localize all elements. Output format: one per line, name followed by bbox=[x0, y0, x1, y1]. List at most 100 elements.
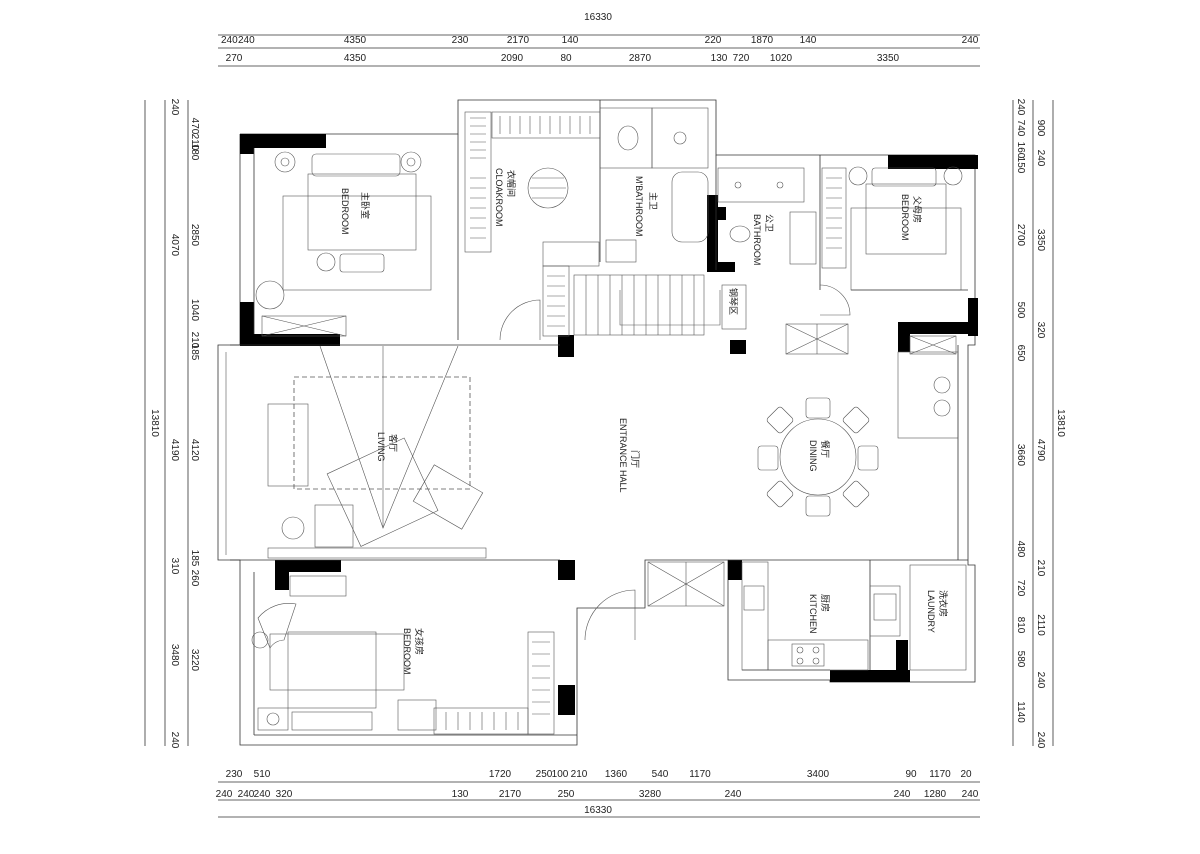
dim-top-row1-2: 4350 bbox=[344, 35, 367, 46]
dim-left-inner-4: 1040 bbox=[189, 299, 200, 322]
dim-right-inner-8: 480 bbox=[1015, 541, 1026, 558]
wall-block bbox=[240, 134, 254, 154]
child-bedroom-label-cn: 女孩房 bbox=[414, 628, 425, 655]
dim-bot-row1-5: 210 bbox=[571, 769, 588, 780]
dim-top-row1-6: 220 bbox=[705, 35, 722, 46]
doors bbox=[499, 284, 851, 641]
dim-bot-row1-10: 90 bbox=[905, 769, 917, 780]
dim-top-row2-0: 270 bbox=[226, 53, 243, 64]
dim-top-total: 16330 bbox=[584, 12, 612, 23]
dim-bot-row2-6: 250 bbox=[558, 789, 575, 800]
dim-right-outer-1: 240 bbox=[1035, 150, 1046, 167]
entrance-label-cn: 门厅 bbox=[630, 450, 641, 468]
dim-left-outer-2: 4190 bbox=[169, 439, 180, 462]
cloakroom: 衣帽间 CLOAKROOM bbox=[464, 111, 601, 337]
living-room: 客厅 LIVING bbox=[267, 345, 487, 559]
dim-right-outer-3: 320 bbox=[1035, 322, 1046, 339]
dim-bot-row1-0: 230 bbox=[226, 769, 243, 780]
dim-right-inner-14: 1140 bbox=[1015, 701, 1026, 723]
dim-bot-row1-1: 510 bbox=[254, 769, 271, 780]
dim-top-row2-7: 1020 bbox=[770, 53, 793, 64]
wall-block bbox=[898, 322, 978, 334]
master-bedroom: 主卧室 BEDROOM bbox=[255, 151, 432, 337]
dim-top-row2-8: 3350 bbox=[877, 53, 900, 64]
left-dimensions: 13810 240 4070 4190 310 3480 240 470 210… bbox=[144, 99, 200, 749]
dim-bot-row2-3: 320 bbox=[276, 789, 293, 800]
dim-bot-row2-8: 240 bbox=[725, 789, 742, 800]
wall-block bbox=[558, 685, 575, 715]
child-bedroom: 女孩房 BEDROOM bbox=[251, 575, 555, 735]
dim-right-inner-2: 160 bbox=[1015, 142, 1026, 159]
dim-bot-row1-11: 1170 bbox=[929, 769, 951, 780]
dining-chairs bbox=[757, 397, 879, 517]
dim-bot-row2-0: 240 bbox=[216, 789, 233, 800]
wall-block bbox=[730, 340, 746, 354]
kitchen-label-en: KITCHEN bbox=[808, 594, 818, 634]
dim-left-outer-1: 4070 bbox=[169, 234, 180, 257]
dim-bot-row1-12: 20 bbox=[960, 769, 972, 780]
dim-right-inner-7: 3660 bbox=[1015, 444, 1026, 467]
dim-top-row1-3: 230 bbox=[452, 35, 469, 46]
elder-bedroom-label-cn: 父母房 bbox=[912, 196, 923, 223]
dim-left-outer-0: 240 bbox=[169, 99, 180, 116]
wall-block bbox=[707, 262, 735, 272]
dim-bot-row1-3: 250 bbox=[536, 769, 553, 780]
kitchen: 厨房 KITCHEN bbox=[741, 561, 901, 671]
wall-block bbox=[728, 560, 742, 580]
laundry-label-cn: 洗衣房 bbox=[938, 590, 949, 617]
master-bath-label-cn: 主卫 bbox=[648, 192, 659, 210]
dim-bot-row2-11: 240 bbox=[962, 789, 979, 800]
dim-top-row1-0: 240 bbox=[221, 35, 238, 46]
wall-block bbox=[896, 640, 908, 670]
dim-left-inner-8: 185 bbox=[189, 550, 200, 567]
dim-left-inner-9: 260 bbox=[189, 570, 200, 587]
dim-right-outer-0: 900 bbox=[1035, 120, 1046, 137]
dim-left-outer-4: 3480 bbox=[169, 644, 180, 667]
elder-bedroom: 父母房 BEDROOM bbox=[821, 166, 963, 291]
wall-block bbox=[240, 334, 340, 346]
dim-top-row2-5: 130 bbox=[711, 53, 728, 64]
dim-left-inner-0: 470 bbox=[189, 118, 200, 135]
wall-block bbox=[240, 302, 254, 344]
wall-block bbox=[240, 134, 326, 148]
dim-right-inner-1: 740 bbox=[1015, 120, 1026, 137]
wall-block bbox=[898, 322, 910, 352]
interior-walls bbox=[225, 100, 968, 736]
dining-label-en: DINING bbox=[808, 440, 818, 472]
dim-top-row1-9: 240 bbox=[962, 35, 979, 46]
kitchen-label-cn: 厨房 bbox=[820, 594, 831, 612]
dim-top-row2-4: 2870 bbox=[629, 53, 652, 64]
dim-left-inner-1: 210 bbox=[189, 134, 200, 151]
dim-bot-row1-4: 100 bbox=[552, 769, 569, 780]
dim-bot-row1-8: 1170 bbox=[689, 769, 711, 780]
wall-block bbox=[707, 195, 718, 270]
dim-right-inner-9: 210 bbox=[1035, 560, 1046, 577]
master-bedroom-label-cn: 主卧室 bbox=[360, 192, 371, 219]
dim-top-row1-4: 2170 bbox=[507, 35, 530, 46]
dim-right-inner-0: 240 bbox=[1015, 99, 1026, 116]
public-bath-label-cn: 公卫 bbox=[764, 214, 774, 232]
dim-bot-row2-7: 3280 bbox=[639, 789, 662, 800]
dim-bot-row1-6: 1360 bbox=[605, 769, 628, 780]
dim-right-inner-13: 240 bbox=[1035, 672, 1046, 689]
dining: 餐厅 DINING bbox=[757, 323, 959, 517]
dining-label-cn: 餐厅 bbox=[820, 440, 831, 458]
dim-top-row2-3: 80 bbox=[560, 53, 572, 64]
dim-right-inner-4: 2700 bbox=[1015, 224, 1026, 247]
public-bath-label-en: BATHROOM bbox=[752, 214, 762, 265]
dim-top-row1-7: 1870 bbox=[751, 35, 774, 46]
dim-left-inner-2: 180 bbox=[189, 144, 200, 161]
dim-right-outer-5: 2110 bbox=[1035, 614, 1046, 636]
dim-right-inner-15: 240 bbox=[1035, 732, 1046, 749]
dim-bot-row2-2: 240 bbox=[254, 789, 271, 800]
cloakroom-label-en: CLOAKROOM bbox=[494, 168, 504, 227]
dim-bot-row1-2: 1720 bbox=[489, 769, 512, 780]
wall-block bbox=[275, 560, 289, 590]
dim-bot-row2-4: 130 bbox=[452, 789, 469, 800]
wall-block bbox=[888, 155, 978, 169]
dim-bot-row2-10: 1280 bbox=[924, 789, 947, 800]
dim-right-inner-11: 810 bbox=[1015, 617, 1026, 634]
wall-block bbox=[558, 335, 574, 357]
dim-top-row1-1: 240 bbox=[238, 35, 255, 46]
